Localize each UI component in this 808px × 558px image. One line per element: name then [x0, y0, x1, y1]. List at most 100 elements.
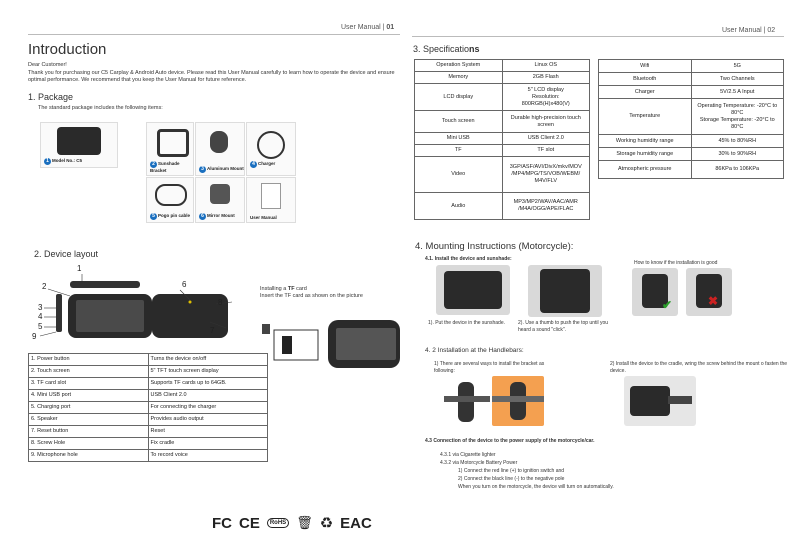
greeting: Dear Customer!: [28, 62, 67, 68]
fcc-icon: FC: [212, 514, 232, 532]
spec-right-label: Temperature: [598, 98, 692, 135]
layout-table-label: 9. Microphone hole: [28, 449, 149, 462]
tf-card-illustration: [262, 314, 402, 372]
spec-right-label: Storage humidity range: [598, 147, 692, 161]
layout-table-value: USB Client 2.0: [147, 389, 268, 402]
photo-handlebar-bracket-2: [492, 376, 544, 426]
layout-table-value: Turns the device on/off: [147, 353, 268, 366]
callout-8: 8: [218, 298, 223, 307]
mount-43-line-5: When you turn on the motorcycle, the dev…: [458, 484, 614, 490]
callout-6: 6: [182, 280, 187, 289]
layout-table-label: 7. Reset button: [28, 425, 149, 438]
rohs-icon: RoHS: [266, 518, 290, 528]
callout-4: 4: [38, 312, 43, 321]
spec-left-label: TF: [414, 144, 503, 157]
mount-43-line-4: 2) Connect the black line (-) to the neg…: [458, 476, 565, 482]
spec-left-value: 3GP/ASF/AVI/DivX/mkv/MOV /MP4/MPG/TS/VOB…: [501, 156, 590, 193]
photo-cradle-install: [624, 376, 696, 426]
layout-table-value: Provides audio output: [147, 413, 268, 426]
callout-9: 9: [32, 332, 37, 341]
cross-icon: ✖: [708, 294, 719, 308]
callout-5: 5: [38, 322, 43, 331]
tf-text: Insert the TF card as shown on the pictu…: [260, 293, 363, 299]
device-layout-diagram: 1 2 3 4 5 6 7 8 9: [26, 262, 256, 352]
spec-right-value: 5G: [690, 59, 784, 73]
spec-left-label: Operation System: [414, 59, 503, 72]
spec-heading: 3. Specifications: [413, 44, 480, 54]
spec-left-value: Linux OS: [501, 59, 590, 72]
layout-table-value: Supports TF cards up to 64GB.: [147, 377, 268, 390]
photo-good-install: ✔: [632, 268, 678, 316]
spec-right-label: Working humidity range: [598, 134, 692, 148]
mount-42-caption-2: 2) Install the device to the cradle, wri…: [610, 361, 788, 374]
photo-thumb-push: [528, 265, 602, 317]
layout-table-label: 2. Touch screen: [28, 365, 149, 378]
spec-right-value: Operating Temperature: -20°C to 80°C Sto…: [690, 98, 784, 135]
spec-left-label: LCD display: [414, 83, 503, 111]
layout-table-label: 4. Mini USB port: [28, 389, 149, 402]
spec-right-label: Atmospheric pressure: [598, 160, 692, 179]
page-title: Introduction: [28, 41, 107, 58]
mount-42-heading: 4. 2 Installation at the Handlebars:: [425, 347, 524, 354]
spec-right-label: Wifi: [598, 59, 692, 73]
mount-41-hint: How to know if the installation is good: [634, 260, 718, 266]
eac-icon: EAC: [340, 514, 372, 532]
mount-43-heading: 4.3 Connection of the device to the powe…: [425, 438, 595, 444]
spec-left-label: Touch screen: [414, 110, 503, 133]
photo-device-in-sunshade: [436, 265, 510, 315]
spec-left-label: Audio: [414, 192, 503, 220]
layout-table-value: Fix cradle: [147, 437, 268, 450]
layout-table-label: 1. Power button: [28, 353, 149, 366]
certification-marks: FC CE RoHS 🗑 ♻ EAC: [212, 512, 382, 534]
spec-right-value: 45% to 80%RH: [690, 134, 784, 148]
layout-table-value: For connecting the charger: [147, 401, 268, 414]
spec-left-label: Video: [414, 156, 503, 193]
spec-left-value: 2GB Flash: [501, 71, 590, 84]
callout-2: 2: [42, 282, 47, 291]
layout-table-label: 8. Screw Hole: [28, 437, 149, 450]
callout-3: 3: [38, 303, 43, 312]
mount-43-line-3: 1) Connect the red line (+) to ignition …: [458, 468, 565, 474]
spec-right-label: Bluetooth: [598, 72, 692, 86]
spec-right-value: 30% to 90%RH: [690, 147, 784, 161]
callout-1: 1: [77, 264, 82, 273]
mount-42-caption-1: 1) There are several ways to install the…: [434, 361, 545, 374]
spec-right-value: 86KPa to 106KPa: [690, 160, 784, 179]
mount-43-line-1: 4.3.1 via Cigarette lighter: [440, 452, 496, 458]
photo-handlebar-bracket-1: [444, 378, 490, 426]
check-icon: ✔: [662, 298, 673, 312]
spec-left-label: Memory: [414, 71, 503, 84]
layout-table-value: 5" TFT touch screen display: [147, 365, 268, 378]
spec-right-value: Two Channels: [690, 72, 784, 86]
weee-bin-icon: 🗑: [296, 515, 313, 530]
intro-text: Thank you for purchasing our C5 Carplay …: [28, 70, 395, 83]
layout-table-label: 3. TF card slot: [28, 377, 149, 390]
